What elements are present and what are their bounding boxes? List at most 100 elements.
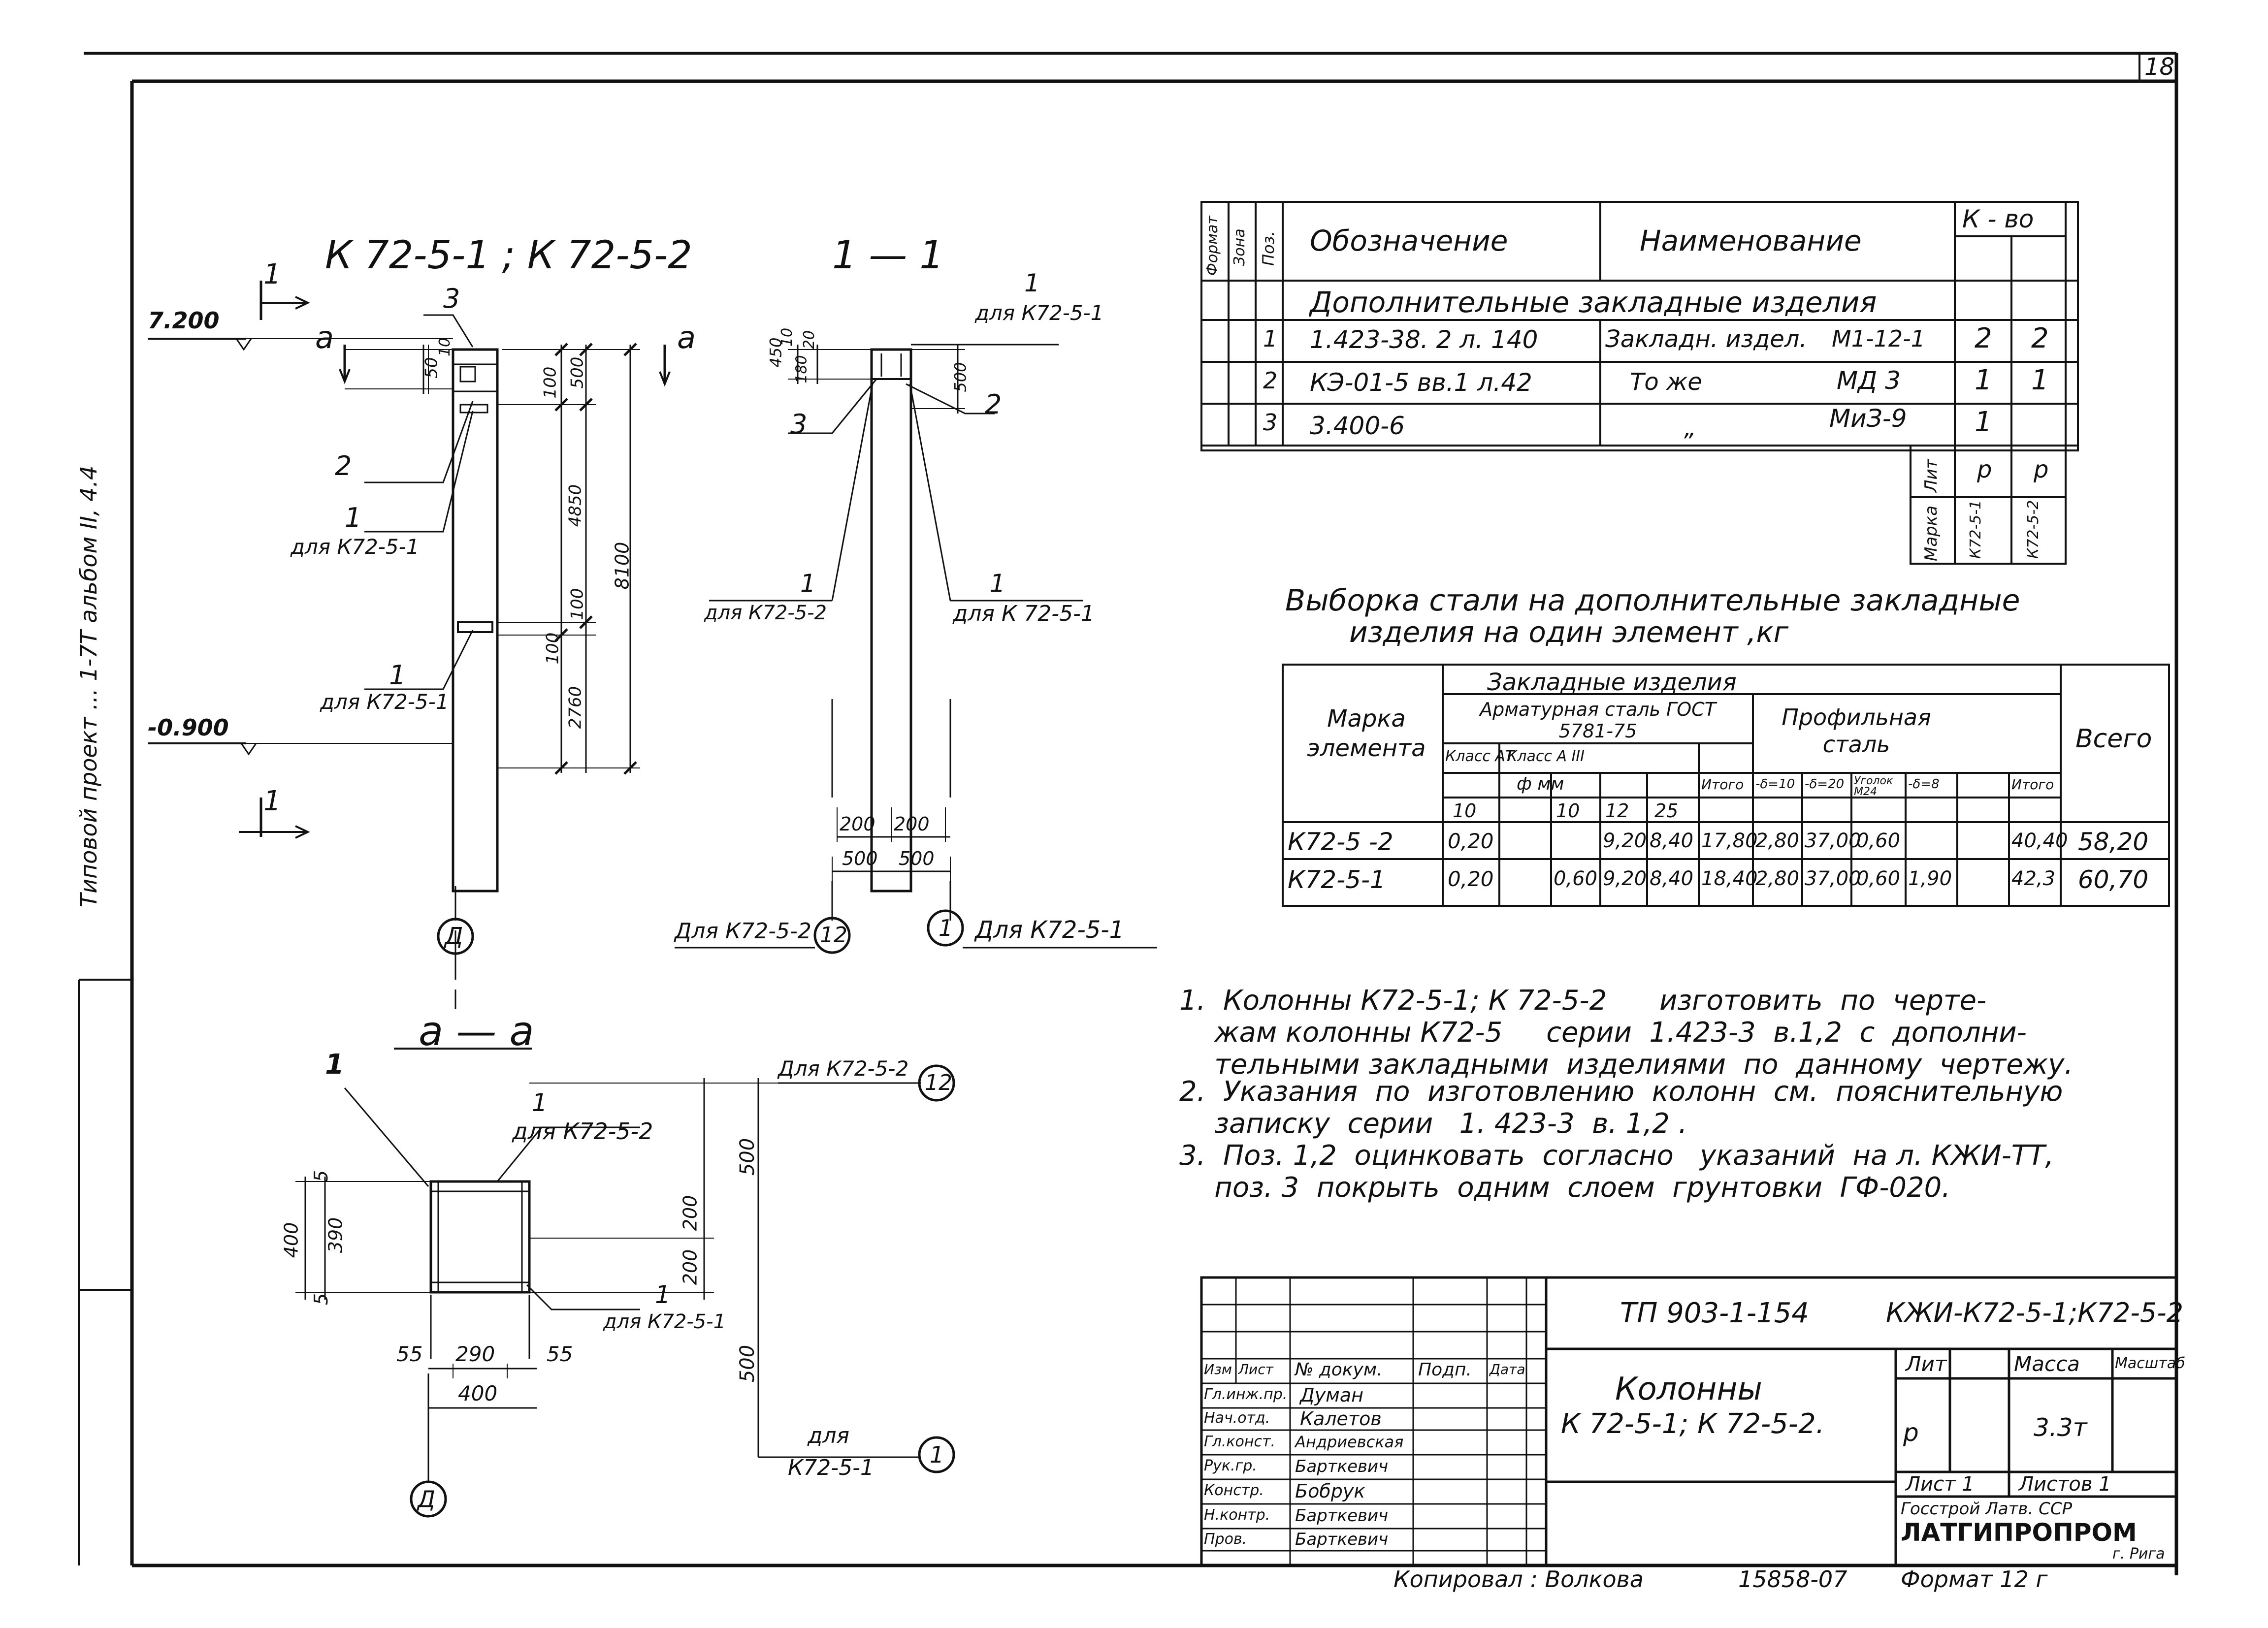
axis-d-elevation: Д bbox=[445, 923, 463, 950]
s11-dim-200-b: 200 bbox=[894, 813, 930, 835]
steel-r2-v4: 8,40 bbox=[1650, 867, 1694, 890]
tb-role-7: Пров. bbox=[1204, 1531, 1247, 1548]
steel-title-1: Выборка стали на дополнительные закладны… bbox=[1285, 583, 2020, 618]
callout-1-low: 1 bbox=[389, 660, 406, 691]
steel-col-all: Всего bbox=[2075, 724, 2152, 754]
spec-row3-name: „ bbox=[1684, 414, 1696, 442]
spec-lit-1: р bbox=[1977, 456, 1992, 483]
spec-row3-q1: 1 bbox=[1975, 406, 1992, 438]
spec-row2-designation: КЭ-01-5 вв.1 л.42 bbox=[1310, 368, 1532, 397]
saa-pos-mark: 1 bbox=[325, 1049, 344, 1081]
saa-top-n: 1 bbox=[532, 1088, 548, 1117]
steel-col-profile: Профильная сталь bbox=[1782, 704, 1931, 758]
s11-dim-180: 180 bbox=[793, 355, 810, 383]
steel-title-2: изделия на один элемент ,кг bbox=[1349, 615, 1789, 649]
tb-name-staff-1: Думан bbox=[1300, 1384, 1363, 1406]
note-line-3: тельными закладными изделиями по данному… bbox=[1179, 1049, 2074, 1081]
tb-org-3: г. Рига bbox=[2112, 1545, 2165, 1563]
tb-lit-label: Лит bbox=[1906, 1352, 1947, 1376]
steel-profile-4: -δ=8 bbox=[1908, 777, 1940, 792]
steel-d-10a: 10 bbox=[1453, 800, 1477, 822]
steel-d-12: 12 bbox=[1605, 800, 1629, 822]
steel-class-at: Класс АТ bbox=[1445, 748, 1515, 765]
saa-dim-290: 290 bbox=[455, 1342, 495, 1366]
saa-dim-200-b: 200 bbox=[679, 1249, 701, 1285]
spec-row3-pos: 3 bbox=[1263, 409, 1278, 436]
s11-top-for: для К72-5-1 bbox=[975, 301, 1104, 325]
tb-name-staff-3: Андриевская bbox=[1295, 1433, 1404, 1451]
steel-r2-v5: 18,40 bbox=[1701, 867, 1758, 890]
saa-axis-1: 1 bbox=[930, 1441, 944, 1468]
saa-dim-500-bottom: 500 bbox=[736, 1344, 759, 1383]
saa-right-top-for: Для К72-5-2 bbox=[778, 1056, 909, 1081]
tb-head-date: Дата bbox=[1490, 1361, 1525, 1377]
saa-dim-5-bottom: 5 bbox=[310, 1293, 332, 1306]
s11-callout-3: 3 bbox=[790, 409, 808, 440]
s11-dim-500-a: 500 bbox=[842, 848, 878, 869]
spec-row2-q2: 1 bbox=[2031, 364, 2049, 396]
s11-left-n: 1 bbox=[800, 569, 816, 598]
spec-row3-designation: 3.400-6 bbox=[1310, 412, 1405, 440]
tb-name-staff-5: Бобрук bbox=[1295, 1480, 1365, 1502]
dim-10: 10 bbox=[436, 337, 454, 357]
tb-role-1: Гл.инж.пр. bbox=[1204, 1386, 1288, 1403]
spec-marka-1: К72-5-1 bbox=[1967, 500, 1984, 559]
tb-head-izm: Изм bbox=[1204, 1361, 1232, 1377]
spec-row1-mark: М1-12-1 bbox=[1832, 325, 1925, 352]
steel-r1-mark: К72-5 -2 bbox=[1288, 828, 1393, 856]
steel-profile-1: -δ=10 bbox=[1755, 777, 1795, 792]
saa-axis-12: 12 bbox=[925, 1070, 952, 1095]
saa-dim-400-bottom: 400 bbox=[458, 1381, 498, 1405]
callout-1-low-for: для К72-5-1 bbox=[320, 690, 449, 714]
tb-org-2: ЛАТГИПРОПРОМ bbox=[1901, 1518, 2137, 1547]
spec-head-zone: Зона bbox=[1231, 228, 1248, 266]
saa-top-for: для К72-5-2 bbox=[512, 1118, 653, 1145]
s11-dim-20: 20 bbox=[801, 330, 818, 350]
steel-profile-3: Уголок М24 bbox=[1854, 775, 1893, 798]
steel-r2-v0: 0,20 bbox=[1448, 867, 1494, 891]
tb-name-staff-7: Барткевич bbox=[1295, 1530, 1389, 1549]
saa-bottom-n: 1 bbox=[655, 1280, 671, 1309]
steel-col-embedded: Закладные изделия bbox=[1487, 669, 1737, 696]
steel-r1-v5: 17,80 bbox=[1701, 830, 1758, 852]
spec-group-title: Дополнительные закладные изделия bbox=[1310, 286, 1877, 319]
tb-role-3: Гл.конст. bbox=[1204, 1433, 1276, 1450]
spec-row2-name: То же bbox=[1630, 368, 1702, 396]
spec-marka-label: Марка bbox=[1921, 505, 1941, 561]
elevation-title: К 72-5-1 ; К 72-5-2 bbox=[325, 233, 692, 278]
saa-dim-500-top: 500 bbox=[736, 1138, 759, 1176]
s11-dim-200-a: 200 bbox=[840, 813, 875, 835]
footer-format: Формат 12 г bbox=[1901, 1566, 2048, 1593]
s11-right-n: 1 bbox=[990, 569, 1005, 598]
steel-r1-v4: 8,40 bbox=[1650, 830, 1694, 852]
dim-2760: 2760 bbox=[565, 686, 585, 729]
spec-row3-mark: МиЗ-9 bbox=[1829, 404, 1907, 433]
spec-head-designation: Обозначение bbox=[1310, 224, 1508, 257]
s11-dim-500: 500 bbox=[951, 362, 970, 392]
steel-r1-v3: 9,20 bbox=[1603, 830, 1647, 852]
steel-profile-2: -δ=20 bbox=[1805, 777, 1845, 792]
s11-left-for: для К72-5-2 bbox=[704, 602, 827, 624]
tb-project: ТП 903-1-154 bbox=[1620, 1297, 1809, 1329]
saa-bottom-for: для К72-5-1 bbox=[603, 1310, 726, 1333]
s11-top-n: 1 bbox=[1024, 269, 1040, 297]
s11-axis-12: 12 bbox=[820, 923, 847, 948]
steel-r1-v11: 40,40 bbox=[2011, 830, 2068, 852]
spec-head-pos: Поз. bbox=[1259, 231, 1278, 266]
dim-50: 50 bbox=[421, 357, 442, 379]
steel-r1-v6: 2,80 bbox=[1755, 830, 1800, 852]
steel-d-25: 25 bbox=[1654, 800, 1679, 822]
spec-row2-pos: 2 bbox=[1263, 367, 1278, 394]
steel-r2-total: 60,70 bbox=[2078, 865, 2149, 894]
callout-2: 2 bbox=[335, 450, 352, 481]
steel-r2-v11: 42,3 bbox=[2011, 867, 2056, 890]
steel-d-10b: 10 bbox=[1556, 800, 1580, 822]
dim-100-low: 100 bbox=[543, 632, 563, 665]
steel-r1-v8: 0,60 bbox=[1856, 830, 1901, 852]
saa-dim-200-a: 200 bbox=[679, 1195, 701, 1231]
callout-3: 3 bbox=[443, 283, 460, 314]
saa-dim-400: 400 bbox=[280, 1222, 302, 1258]
steel-r1-total: 58,20 bbox=[2078, 828, 2149, 856]
steel-r1-v7: 37,00 bbox=[1805, 830, 1861, 852]
